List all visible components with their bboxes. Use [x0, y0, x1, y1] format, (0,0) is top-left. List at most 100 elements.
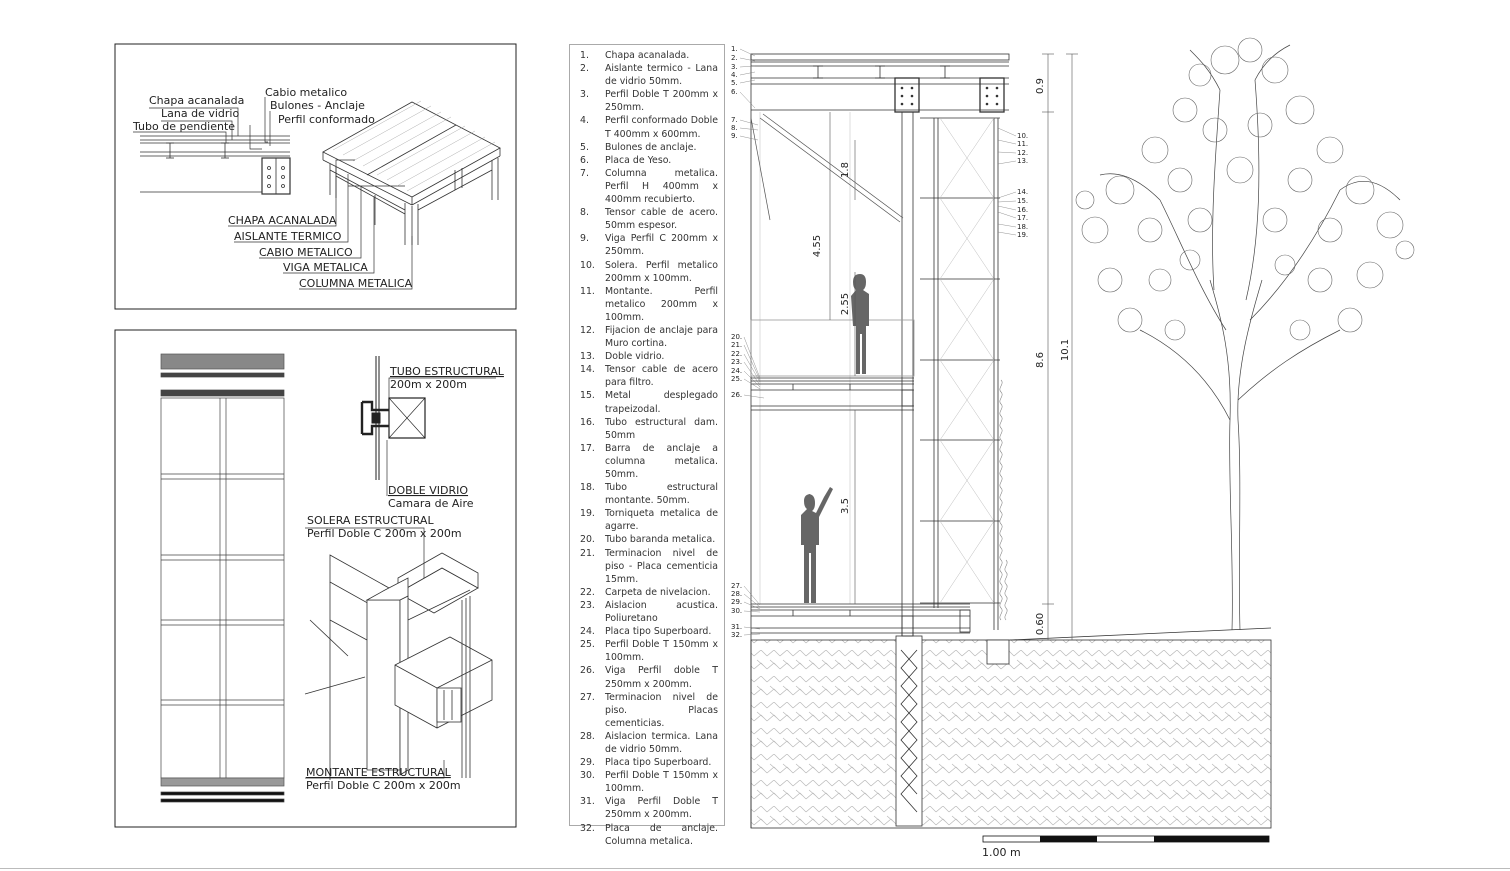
legend-item-text: Placa tipo Superboard. [605, 757, 712, 769]
ref-28: 28. [731, 590, 742, 598]
ref-17: 17. [1017, 214, 1028, 222]
tubo-plan-detail [360, 356, 426, 480]
label-chapa-acanalada: Chapa acanalada [149, 94, 244, 107]
dim-10-1: 10.1 [1060, 339, 1071, 361]
legend-item: 18.Tubo estructural montante. 50mm. [580, 481, 718, 507]
legend-item: 6.Placa de Yeso. [580, 154, 718, 167]
scale-bar [982, 835, 1270, 843]
curtain-wall-isometric [304, 552, 493, 780]
legend-item-text: Columna metalica. Perfil H 400mm x 400mm… [605, 167, 718, 206]
legend-item-text: Barra de anclaje a columna metalica. 50m… [605, 442, 718, 480]
label-cabio-metalico: Cabio metalico [265, 86, 347, 99]
dim-2-55: 2.55 [840, 293, 851, 315]
dim-0-9: 0.9 [1035, 78, 1046, 94]
legend-item-number: 4. [580, 115, 589, 127]
human-figure-lower [801, 487, 833, 603]
legend-item: 25.Perfil Doble T 150mm x 100mm. [580, 638, 718, 664]
ref-19: 19. [1017, 231, 1028, 239]
legend-item-number: 9. [580, 233, 589, 245]
legend-item-number: 14. [580, 364, 595, 376]
ref-5: 5. [731, 79, 738, 87]
legend-item-text: Tubo baranda metalica. [605, 534, 716, 546]
label-bulones-anclaje: Bulones - Anclaje [270, 99, 365, 112]
ref-27: 27. [731, 582, 742, 590]
label-tubo-de-pendiente: Tubo de pendiente [132, 120, 235, 133]
legend-item: 32.Placa de anclaje. Columna metalica. [580, 822, 718, 848]
legend-item-text: Terminacion nivel de piso. Placas cement… [605, 691, 718, 729]
ref-26: 26. [731, 391, 742, 399]
solera-sub: Perfil Doble C 200m x 200m [307, 527, 462, 540]
tubo-title: TUBO ESTRUCTURAL [389, 365, 505, 378]
legend-item-number: 24. [580, 626, 595, 638]
ref-31: 31. [731, 623, 742, 631]
legend-item-number: 16. [580, 416, 595, 428]
mezzanine-floor [750, 319, 915, 411]
dim-3-5: 3.5 [840, 498, 851, 514]
legend-item: 10.Solera. Perfil metalico 200mm x 100mm… [580, 259, 718, 285]
montante-title: MONTANTE ESTRUCTURAL [306, 766, 452, 779]
legend-item: 8.Tensor cable de acero. 50mm espesor. [580, 206, 718, 232]
legend-item-number: 18. [580, 482, 595, 494]
ref-25: 25. [731, 375, 742, 383]
legend-item-number: 13. [580, 351, 595, 363]
legend-item-text: Perfil Doble T 150mm x 100mm. [605, 770, 718, 795]
legend-item-text: Carpeta de nivelacion. [605, 586, 711, 598]
legend-item: 26.Viga Perfil doble T 250mm x 200mm. [580, 664, 718, 690]
legend-item: 5.Bulones de anclaje. [580, 141, 718, 154]
legend-item-number: 31. [580, 796, 595, 808]
tubo-size: 200m x 200m [390, 378, 467, 391]
legend-item: 9.Viga Perfil C 200mm x 250mm. [580, 232, 718, 258]
legend-item-number: 26. [580, 665, 595, 677]
ref-24: 24. [731, 367, 742, 375]
legend-item: 31.Viga Perfil Doble T 250mm x 200mm. [580, 795, 718, 821]
legend-item-number: 6. [580, 154, 589, 166]
dim-8-6: 8.6 [1035, 352, 1046, 368]
ref-32: 32. [731, 631, 742, 639]
legend-item: 13.Doble vidrio. [580, 350, 718, 363]
roof-detail-panel: Chapa acanalada Lana de vidrio Tubo de p… [114, 43, 517, 310]
legend-item-text: Montante. Perfil metalico 200mm x 100mm. [605, 285, 718, 323]
legend-item-text: Placa de anclaje. Columna metalica. [605, 822, 718, 847]
dim-0-60: 0.60 [1035, 613, 1046, 635]
legend-item: 24. Placa tipo Superboard. [580, 625, 718, 638]
legend-item-number: 15. [580, 390, 595, 402]
legend-item-text: Torniqueta metalica de agarre. [605, 508, 718, 533]
legend-item-number: 28. [580, 730, 595, 742]
ref-14: 14. [1017, 188, 1028, 196]
human-figures [801, 274, 869, 603]
dim-4-55: 4.55 [812, 235, 823, 257]
iso-label-columna: COLUMNA METALICA [299, 277, 413, 290]
legend-item: 2.Aislante termico - Lana de vidrio 50mm… [580, 62, 718, 88]
legend-item-text: Fijacion de anclaje para Muro cortina. [605, 324, 718, 350]
legend-item-number: 25. [580, 639, 595, 651]
ref-2: 2. [731, 54, 738, 62]
sheet-bottom-border [0, 868, 1510, 869]
legend-item: 23.Aislacion acustica. Poliuretano [580, 599, 718, 625]
legend-item-text: Tensor cable de acero. 50mm espesor. [605, 207, 718, 232]
legend-item: 30.Perfil Doble T 150mm x 100mm. [580, 769, 718, 795]
scale-label: 1.00 m [982, 846, 1021, 859]
legend-item-text: Terminacion nivel de piso - Placa cement… [605, 547, 718, 585]
curtain-wall-elevation [160, 353, 285, 803]
iso-label-chapa: CHAPA ACANALADA [228, 214, 337, 227]
legend-item-text: Bulones de anclaje. [605, 141, 697, 153]
ref-12: 12. [1017, 149, 1028, 157]
ref-21: 21. [731, 341, 742, 349]
foundation-pile [895, 635, 923, 827]
human-figure-upper [851, 274, 869, 374]
ref-30: 30. [731, 607, 742, 615]
label-perfil-conformado: Perfil conformado [278, 113, 375, 126]
ground-hatch [750, 639, 1272, 829]
legend-item-number: 3. [580, 89, 589, 101]
legend-item-number: 11. [580, 285, 595, 297]
roof-section-drawing [140, 135, 291, 195]
legend-item-text: Aislacion termica. Lana de vidrio 50mm. [605, 730, 718, 755]
vidrio-sub: Camara de Aire [388, 497, 474, 510]
legend-item: 4.Perfil conformado Doble T 400mm x 600m… [580, 114, 718, 140]
vidrio-title: DOBLE VIDRIO [388, 484, 468, 497]
legend-item: 12.Fijacion de anclaje para Muro cortina… [580, 324, 718, 350]
legend-item-number: 23. [580, 599, 595, 611]
legend-item-number: 22. [580, 586, 595, 598]
legend-item-text: Placa tipo Superboard. [605, 626, 712, 638]
legend-item-number: 10. [580, 259, 595, 271]
